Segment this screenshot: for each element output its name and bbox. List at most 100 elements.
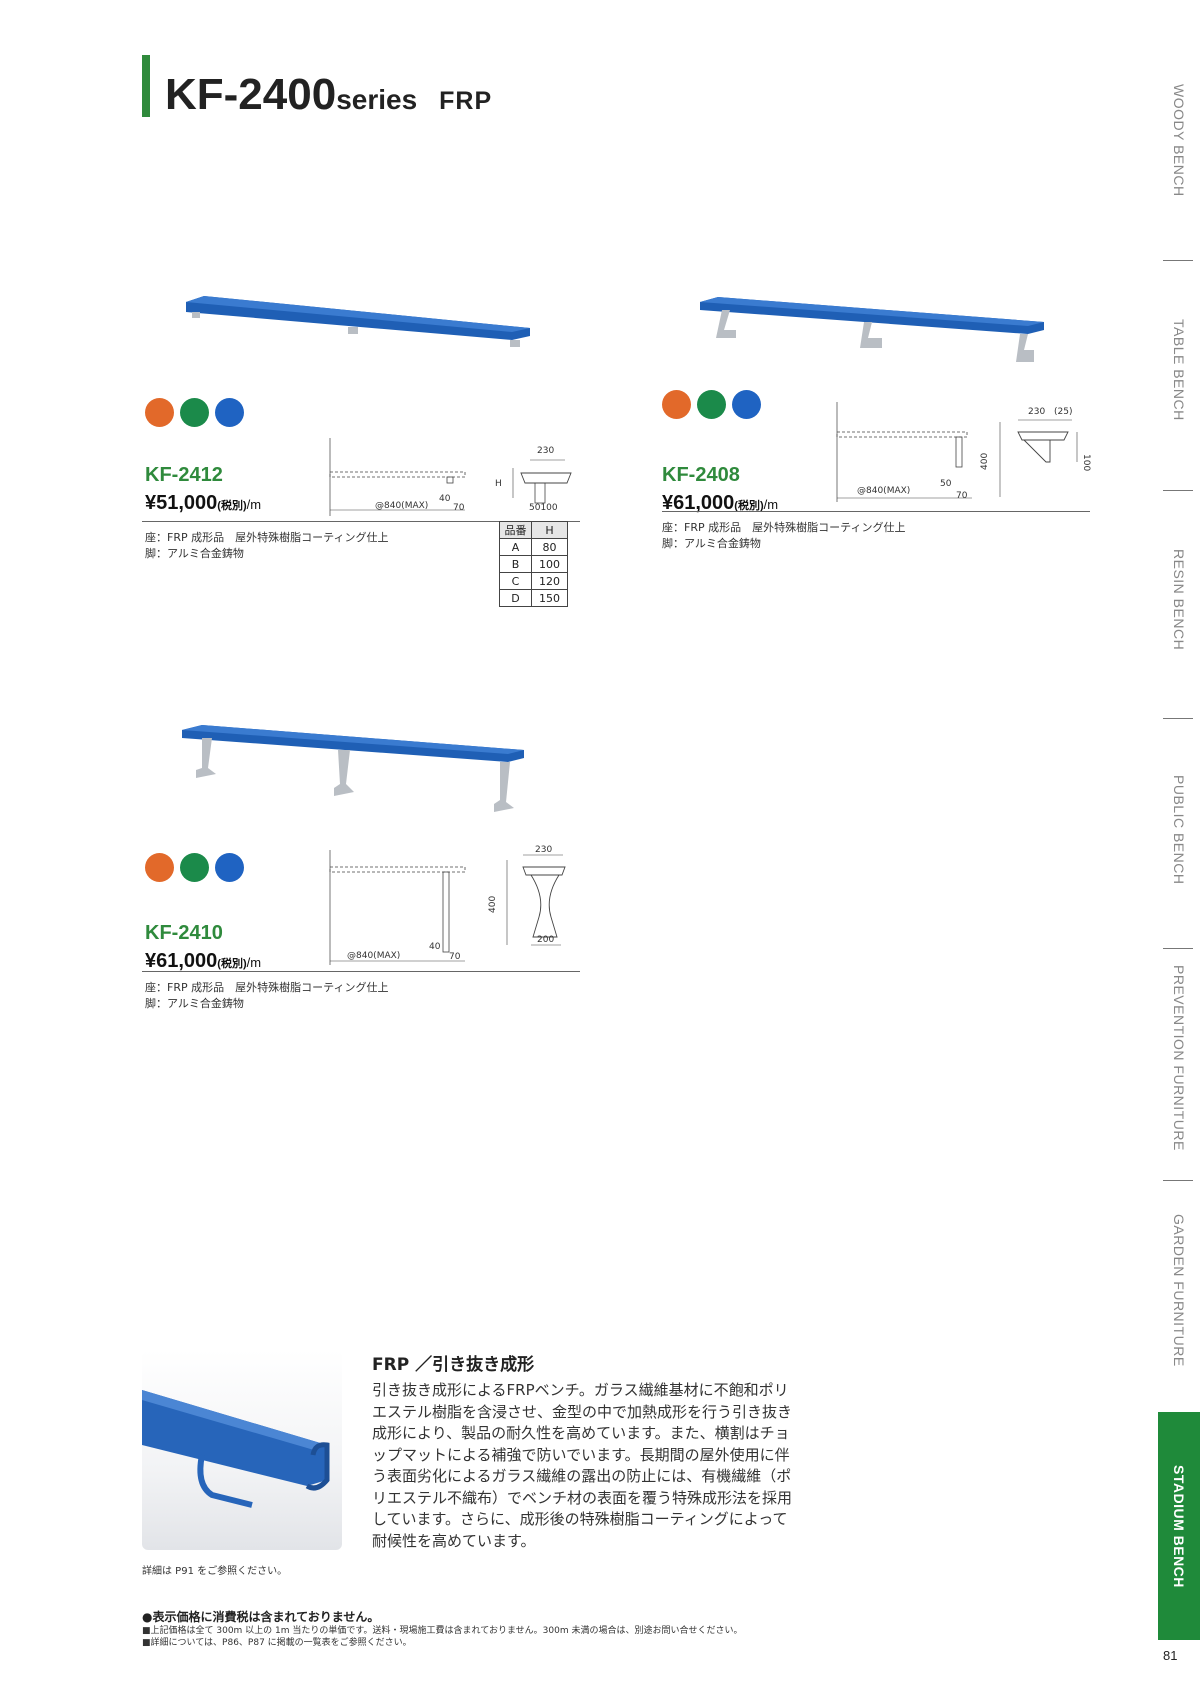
table-cell: B [499, 555, 532, 573]
frp-page-reference: 詳細は P91 をご参照ください。 [142, 1566, 288, 1577]
spec-text: 座：FRP 成形品 屋外特殊樹脂コーティング仕上 脚：アルミ合金鋳物 [662, 520, 905, 552]
dim-width: 230 [1028, 407, 1045, 417]
side-nav-label: TABLE BENCH [1171, 319, 1187, 421]
side-nav-label: GARDEN FURNITURE [1171, 1213, 1187, 1367]
product-price: ¥51,000(税別)/m [145, 492, 261, 515]
price-value: ¥61,000 [145, 950, 218, 972]
drawing-kf-2412: @840(MAX) 40 70 230 H 50100 [329, 438, 572, 516]
swatch-orange[interactable] [145, 398, 174, 427]
price-unit: /m [246, 955, 262, 970]
table-cell: 80 [531, 538, 568, 556]
spec-divider [142, 521, 580, 522]
dim-base: 200 [537, 935, 554, 945]
side-nav-garden-furniture[interactable]: GARDEN FURNITURE [1158, 1210, 1200, 1370]
price-note: ■上記価格は全て 300m 以上の 1m 当たりの単価です。送料・現場施工費は含… [142, 1626, 743, 1636]
side-nav-stadium-bench[interactable]: STADIUM BENCH [1158, 1412, 1200, 1640]
frp-profile-illustration [142, 1390, 330, 1508]
color-swatches [662, 390, 761, 419]
bench-photo-kf-2408 [700, 297, 1044, 362]
side-nav-label: WOODY BENCH [1171, 83, 1187, 197]
dim-height: H [495, 479, 502, 489]
spec-text: 座：FRP 成形品 屋外特殊樹脂コーティング仕上 脚：アルミ合金鋳物 [145, 530, 388, 562]
side-nav-prevention-furniture[interactable]: PREVENTION FURNITURE [1158, 955, 1200, 1160]
drawing-kf-2408: @840(MAX) 50 70 230 (25) 400 100 [836, 402, 1091, 502]
dim-height: 400 [980, 453, 990, 470]
product-price: ¥61,000(税別)/m [145, 950, 261, 973]
title-model: KF-2400 [165, 70, 337, 119]
tax-notice: ●表示価格に消費税は含まれておりません。 [142, 1610, 380, 1624]
dim-pitch: @840(MAX) [857, 486, 910, 496]
dim-height: 400 [488, 896, 498, 913]
dim-pitch: @840(MAX) [375, 501, 428, 511]
dim-width: 230 [535, 845, 552, 855]
swatch-green[interactable] [697, 390, 726, 419]
footnotes: ●表示価格に消費税は含まれておりません。 ■上記価格は全て 300m 以上の 1… [142, 1608, 743, 1649]
table-cell: 120 [531, 572, 568, 590]
swatch-blue[interactable] [215, 398, 244, 427]
swatch-green[interactable] [180, 398, 209, 427]
title-material: FRP [439, 87, 493, 115]
side-nav-divider [1163, 718, 1193, 719]
price-tax: (税別) [734, 500, 764, 512]
swatch-blue[interactable] [215, 853, 244, 882]
table-cell: 150 [531, 589, 568, 607]
spec-text: 座：FRP 成形品 屋外特殊樹脂コーティング仕上 脚：アルミ合金鋳物 [145, 980, 388, 1012]
side-nav-label: PUBLIC BENCH [1171, 775, 1187, 885]
detail-note: ■詳細については、P86、P87 に掲載の一覧表をご参照ください。 [142, 1638, 412, 1648]
table-header: 品番 [499, 521, 532, 539]
table-cell: A [499, 538, 532, 556]
title-series: series [336, 84, 418, 115]
dim-70: 70 [449, 952, 461, 962]
swatch-green[interactable] [180, 853, 209, 882]
price-value: ¥61,000 [662, 492, 735, 514]
side-nav-divider [1163, 948, 1193, 949]
product-code: KF-2412 [145, 464, 223, 486]
bench-photo-kf-2412 [186, 296, 530, 347]
page-number: 81 [1163, 1648, 1178, 1663]
frp-profile-photo [142, 1350, 342, 1550]
spec-seat: 座：FRP 成形品 屋外特殊樹脂コーティング仕上 [145, 981, 389, 994]
frp-section-heading: FRP ／引き抜き成形 [372, 1355, 535, 1375]
side-nav-resin-bench[interactable]: RESIN BENCH [1158, 545, 1200, 655]
spec-divider [662, 511, 1090, 512]
table-cell: D [499, 589, 532, 607]
swatch-orange[interactable] [662, 390, 691, 419]
price-value: ¥51,000 [145, 492, 218, 514]
side-nav-woody-bench[interactable]: WOODY BENCH [1158, 75, 1200, 205]
price-tax: (税別) [217, 500, 247, 512]
dim-70: 70 [453, 503, 465, 513]
spec-leg: 脚：アルミ合金鋳物 [145, 547, 244, 560]
product-code: KF-2410 [145, 922, 223, 944]
side-nav-label: STADIUM BENCH [1171, 1464, 1187, 1588]
spec-seat: 座：FRP 成形品 屋外特殊樹脂コーティング仕上 [145, 531, 389, 544]
side-nav-divider [1163, 490, 1193, 491]
swatch-blue[interactable] [732, 390, 761, 419]
spec-leg: 脚：アルミ合金鋳物 [662, 537, 761, 550]
drawing-kf-2410: @840(MAX) 40 70 230 400 200 [329, 845, 566, 965]
spec-leg: 脚：アルミ合金鋳物 [145, 997, 244, 1010]
price-unit: /m [763, 497, 779, 512]
frp-section-body: 引き抜き成形によるFRPベンチ。ガラス繊維基材に不飽和ポリエステル樹脂を含浸させ… [372, 1381, 793, 1550]
dim-bracket: 100 [1081, 454, 1091, 471]
bench-photo-kf-2410 [182, 725, 524, 812]
dim-50: 50 [940, 479, 952, 489]
dim-offset: (25) [1054, 407, 1072, 417]
price-tax: (税別) [217, 958, 247, 970]
side-nav-public-bench[interactable]: PUBLIC BENCH [1158, 770, 1200, 890]
table-cell: C [499, 572, 532, 590]
dim-40: 40 [429, 942, 441, 952]
dim-width: 230 [537, 446, 554, 456]
swatch-orange[interactable] [145, 853, 174, 882]
title-accent-bar [142, 55, 150, 117]
side-nav-table-bench[interactable]: TABLE BENCH [1158, 315, 1200, 425]
color-swatches [145, 398, 244, 427]
side-nav-divider [1163, 1180, 1193, 1181]
side-nav-label: RESIN BENCH [1171, 549, 1187, 651]
dim-pitch: @840(MAX) [347, 951, 400, 961]
table-cell: 100 [531, 555, 568, 573]
side-nav-label: PREVENTION FURNITURE [1171, 964, 1187, 1151]
